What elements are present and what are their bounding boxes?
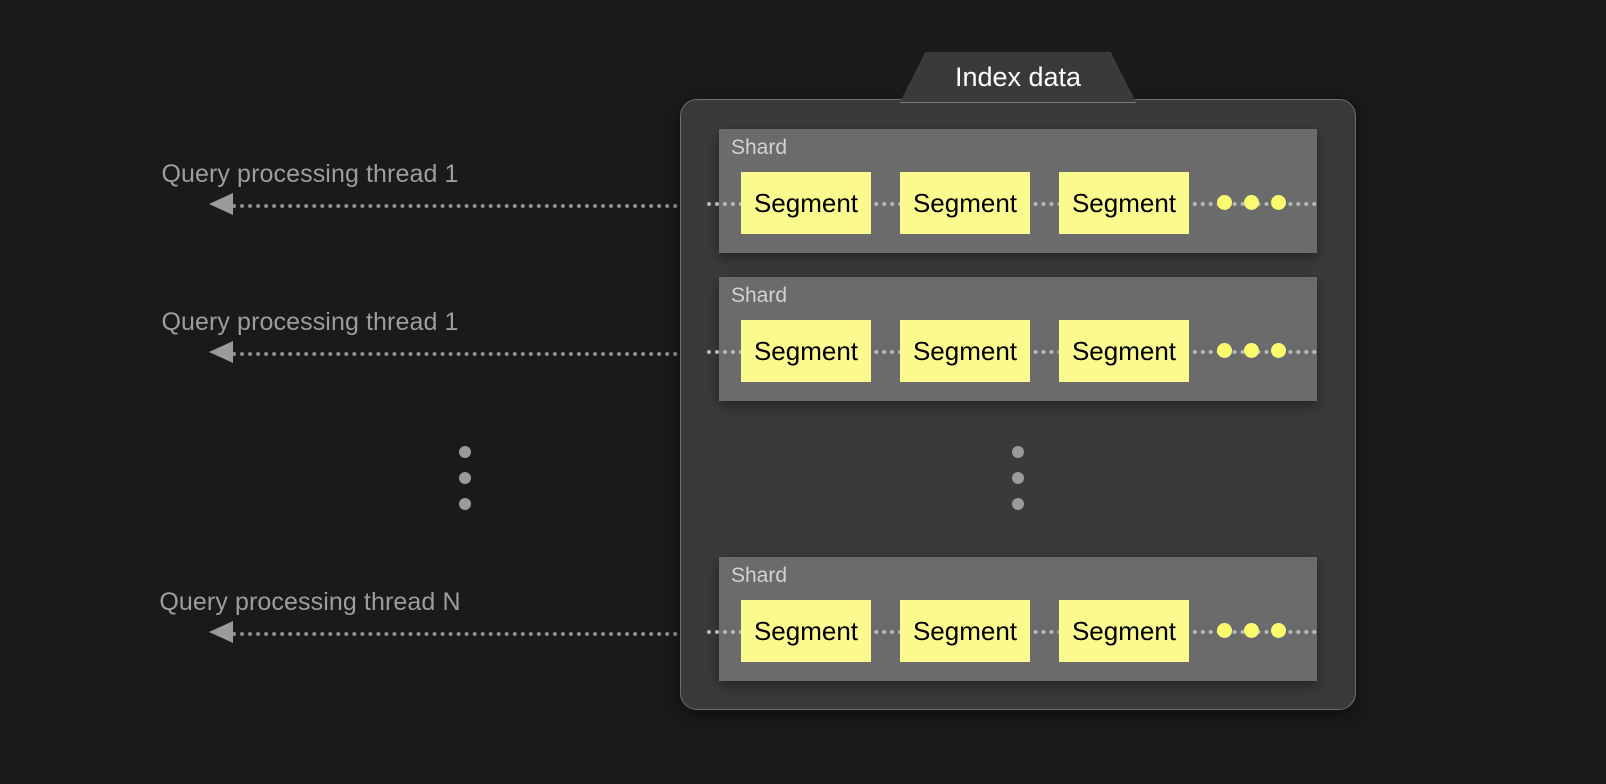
ellipsis-dot (459, 472, 471, 484)
segment-box[interactable]: Segment (900, 320, 1030, 382)
ellipsis-dot (1012, 446, 1024, 458)
segment-box[interactable]: Segment (741, 600, 871, 662)
shard-row[interactable]: Shard Segment Segment Segment (707, 129, 1317, 253)
continuation-dot (1271, 195, 1286, 210)
query-thread-row-1: Query processing thread 1 (0, 160, 742, 230)
index-data-tab-label: Index data (954, 61, 1082, 92)
shard-label: Shard (731, 564, 788, 587)
ellipsis-dot (1012, 498, 1024, 510)
segment-label: Segment (912, 335, 1018, 366)
query-thread-label-1: Query processing thread 1 (161, 160, 459, 188)
query-thread-row-2: Query processing thread 1 (0, 308, 742, 378)
left-vertical-ellipsis-icon (459, 446, 471, 510)
segment-label: Segment (1071, 187, 1177, 218)
query-thread-line-2 (232, 352, 742, 356)
segment-box[interactable]: Segment (741, 320, 871, 382)
ellipsis-dot (459, 446, 471, 458)
query-thread-row-3: Query processing thread N (0, 588, 742, 658)
segment-continuation-dots-icon (1217, 623, 1297, 639)
segment-box[interactable]: Segment (741, 172, 871, 234)
continuation-dot (1244, 343, 1259, 358)
segment-label: Segment (1071, 335, 1177, 366)
continuation-dot (1217, 195, 1232, 210)
continuation-dot (1271, 623, 1286, 638)
segment-label: Segment (753, 335, 859, 366)
query-thread-line-1 (232, 204, 742, 208)
segment-label: Segment (753, 615, 859, 646)
segment-track: Segment Segment Segment (707, 172, 1317, 234)
segment-label: Segment (1071, 615, 1177, 646)
segment-box[interactable]: Segment (900, 600, 1030, 662)
index-data-tab[interactable]: Index data (900, 52, 1136, 102)
shard-label: Shard (731, 136, 788, 159)
continuation-dot (1217, 343, 1232, 358)
ellipsis-dot (459, 498, 471, 510)
segment-box[interactable]: Segment (1059, 172, 1189, 234)
panel-vertical-ellipsis-icon (1012, 446, 1024, 510)
segment-label: Segment (912, 187, 1018, 218)
continuation-dot (1217, 623, 1232, 638)
shard-row[interactable]: Shard Segment Segment Segment (707, 557, 1317, 681)
query-thread-label-3: Query processing thread N (159, 588, 461, 616)
segment-label: Segment (753, 187, 859, 218)
segment-continuation-dots-icon (1217, 343, 1297, 359)
arrow-head-icon (209, 341, 233, 363)
query-thread-line-3 (232, 632, 742, 636)
segment-box[interactable]: Segment (1059, 600, 1189, 662)
ellipsis-dot (1012, 472, 1024, 484)
segment-track: Segment Segment Segment (707, 320, 1317, 382)
shard-label: Shard (731, 284, 788, 307)
segment-box[interactable]: Segment (1059, 320, 1189, 382)
segment-box[interactable]: Segment (900, 172, 1030, 234)
segment-track: Segment Segment Segment (707, 600, 1317, 662)
segment-continuation-dots-icon (1217, 195, 1297, 211)
continuation-dot (1244, 623, 1259, 638)
shard-row[interactable]: Shard Segment Segment Segment (707, 277, 1317, 401)
arrow-head-icon (209, 621, 233, 643)
continuation-dot (1271, 343, 1286, 358)
segment-label: Segment (912, 615, 1018, 646)
query-thread-label-2: Query processing thread 1 (161, 308, 459, 336)
continuation-dot (1244, 195, 1259, 210)
arrow-head-icon (209, 193, 233, 215)
